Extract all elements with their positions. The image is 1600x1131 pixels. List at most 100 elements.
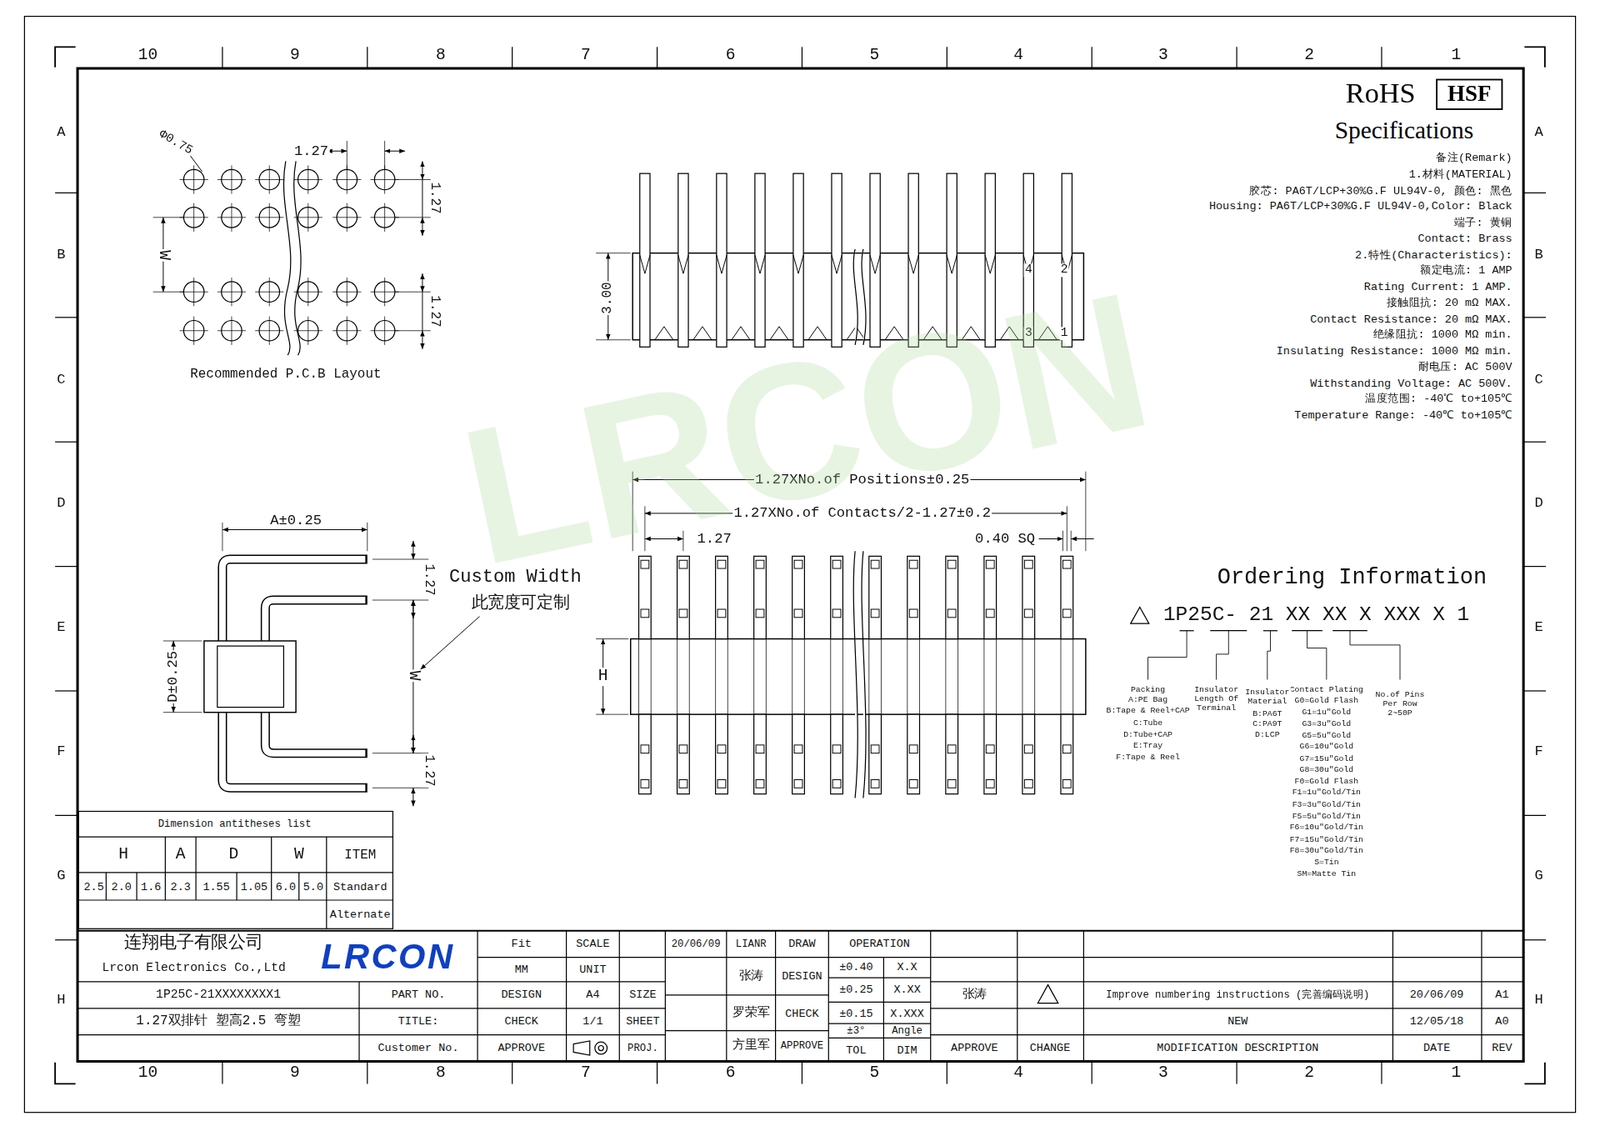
pin-mark — [678, 255, 689, 274]
center-line — [384, 277, 385, 306]
title-line — [565, 930, 567, 1062]
pin-front-view — [1060, 555, 1074, 639]
housing-line — [957, 639, 959, 715]
title-line — [1480, 930, 1482, 1062]
pin-front-view — [792, 555, 805, 639]
label: 1.材料(MATERIAL) — [1408, 168, 1514, 181]
label: 10 — [137, 1064, 160, 1083]
label: APPROVE — [950, 1041, 1000, 1055]
label: A — [55, 125, 67, 141]
label: MODIFICATION DESCRIPTION — [1155, 1041, 1320, 1055]
zone-tick — [656, 46, 658, 69]
pin-mark — [985, 255, 995, 274]
center-line — [384, 203, 385, 232]
extension-line — [595, 714, 629, 715]
label: Rating Current: 1 AMP. — [1363, 280, 1514, 294]
zone-tick — [1235, 1060, 1237, 1084]
pin-top-view — [755, 173, 765, 347]
zone-tick — [1523, 192, 1546, 194]
zone-tick — [1380, 46, 1382, 69]
center-line — [230, 277, 232, 306]
code-leader — [1350, 630, 1400, 680]
pin-mark — [640, 255, 650, 274]
label: B:Tape & Reel+CAP — [1105, 706, 1190, 716]
dimension-line — [412, 787, 414, 806]
label: CHANGE — [1029, 1041, 1072, 1055]
pin-front-view — [830, 555, 844, 639]
label: SCALE — [575, 937, 611, 950]
break-line — [294, 160, 301, 355]
extension-line — [595, 339, 631, 340]
extension-line — [372, 600, 429, 601]
label: 8 — [435, 47, 447, 66]
pin-square — [985, 609, 995, 618]
label: X.XX — [892, 983, 922, 996]
label: Fit — [510, 937, 533, 950]
label: B — [1533, 247, 1545, 264]
pin-top-view — [640, 173, 650, 347]
label: A0 — [1494, 1015, 1510, 1028]
label: F:Tape & Reel — [1115, 752, 1181, 762]
zone-tick — [55, 441, 78, 443]
zone-tick — [1380, 1060, 1382, 1084]
center-line — [193, 316, 195, 345]
zone-tick — [1523, 441, 1546, 443]
label: LIANR — [735, 938, 768, 950]
label: G — [1533, 867, 1545, 884]
label: 1.27 — [427, 294, 443, 329]
center-line — [346, 277, 348, 306]
table-line — [195, 836, 196, 900]
extension-line — [395, 291, 431, 293]
label: F8=30u"Gold/Tin — [1289, 846, 1365, 856]
label: 5 — [868, 1064, 880, 1083]
label: G6=10u"Gold — [1298, 742, 1355, 752]
pin-front-view — [1022, 555, 1035, 639]
table-line — [78, 835, 393, 837]
title-line — [1083, 930, 1085, 1062]
label: 方里军 — [731, 1039, 771, 1053]
center-line — [307, 277, 309, 306]
label: PART NO. — [390, 988, 446, 1001]
pin-front-view — [984, 714, 997, 795]
center-line — [269, 316, 270, 345]
pin-front-view — [945, 555, 959, 639]
break-line — [853, 550, 866, 798]
label: APPROVE — [496, 1041, 546, 1055]
extension-line — [395, 330, 431, 331]
pin-square — [947, 780, 956, 789]
pin-square — [985, 560, 995, 569]
housing-line — [1072, 639, 1074, 715]
label: 1/1 — [581, 1015, 605, 1028]
zone-tick — [511, 46, 513, 69]
label: 2 — [1303, 1064, 1315, 1083]
pin-front-view — [754, 714, 767, 795]
label: 1 — [1450, 1064, 1462, 1083]
label: 7 — [580, 1064, 592, 1083]
zone-tick — [801, 1060, 803, 1084]
pin-front-view — [945, 714, 959, 795]
label: 绝缘阻抗: 1000 MΩ min. — [1371, 329, 1513, 342]
zone-tick — [1523, 316, 1546, 318]
label: 罗荣军 — [731, 1006, 771, 1020]
label: ±0.40 — [838, 960, 875, 974]
pin-square — [909, 560, 918, 569]
pin-square — [794, 609, 803, 618]
extension-line — [595, 638, 629, 640]
title-line — [930, 930, 931, 1062]
label: Contact Plating — [1289, 685, 1365, 695]
label: 1.6 — [140, 880, 163, 894]
title-line — [476, 930, 478, 1062]
label: 3.00 — [600, 280, 616, 315]
zone-tick — [946, 1060, 948, 1084]
pin-square — [870, 609, 880, 618]
dimension-line — [421, 180, 423, 218]
hsf-box — [1436, 80, 1502, 110]
label: DATE — [1422, 1041, 1452, 1055]
label: TOL — [845, 1044, 868, 1057]
label: C — [55, 371, 67, 388]
label: ±3° — [845, 1025, 867, 1036]
title-line — [1392, 930, 1394, 1062]
label: C:Tube — [1132, 719, 1165, 729]
label: 8 — [435, 1064, 447, 1083]
extension-line — [595, 252, 631, 254]
